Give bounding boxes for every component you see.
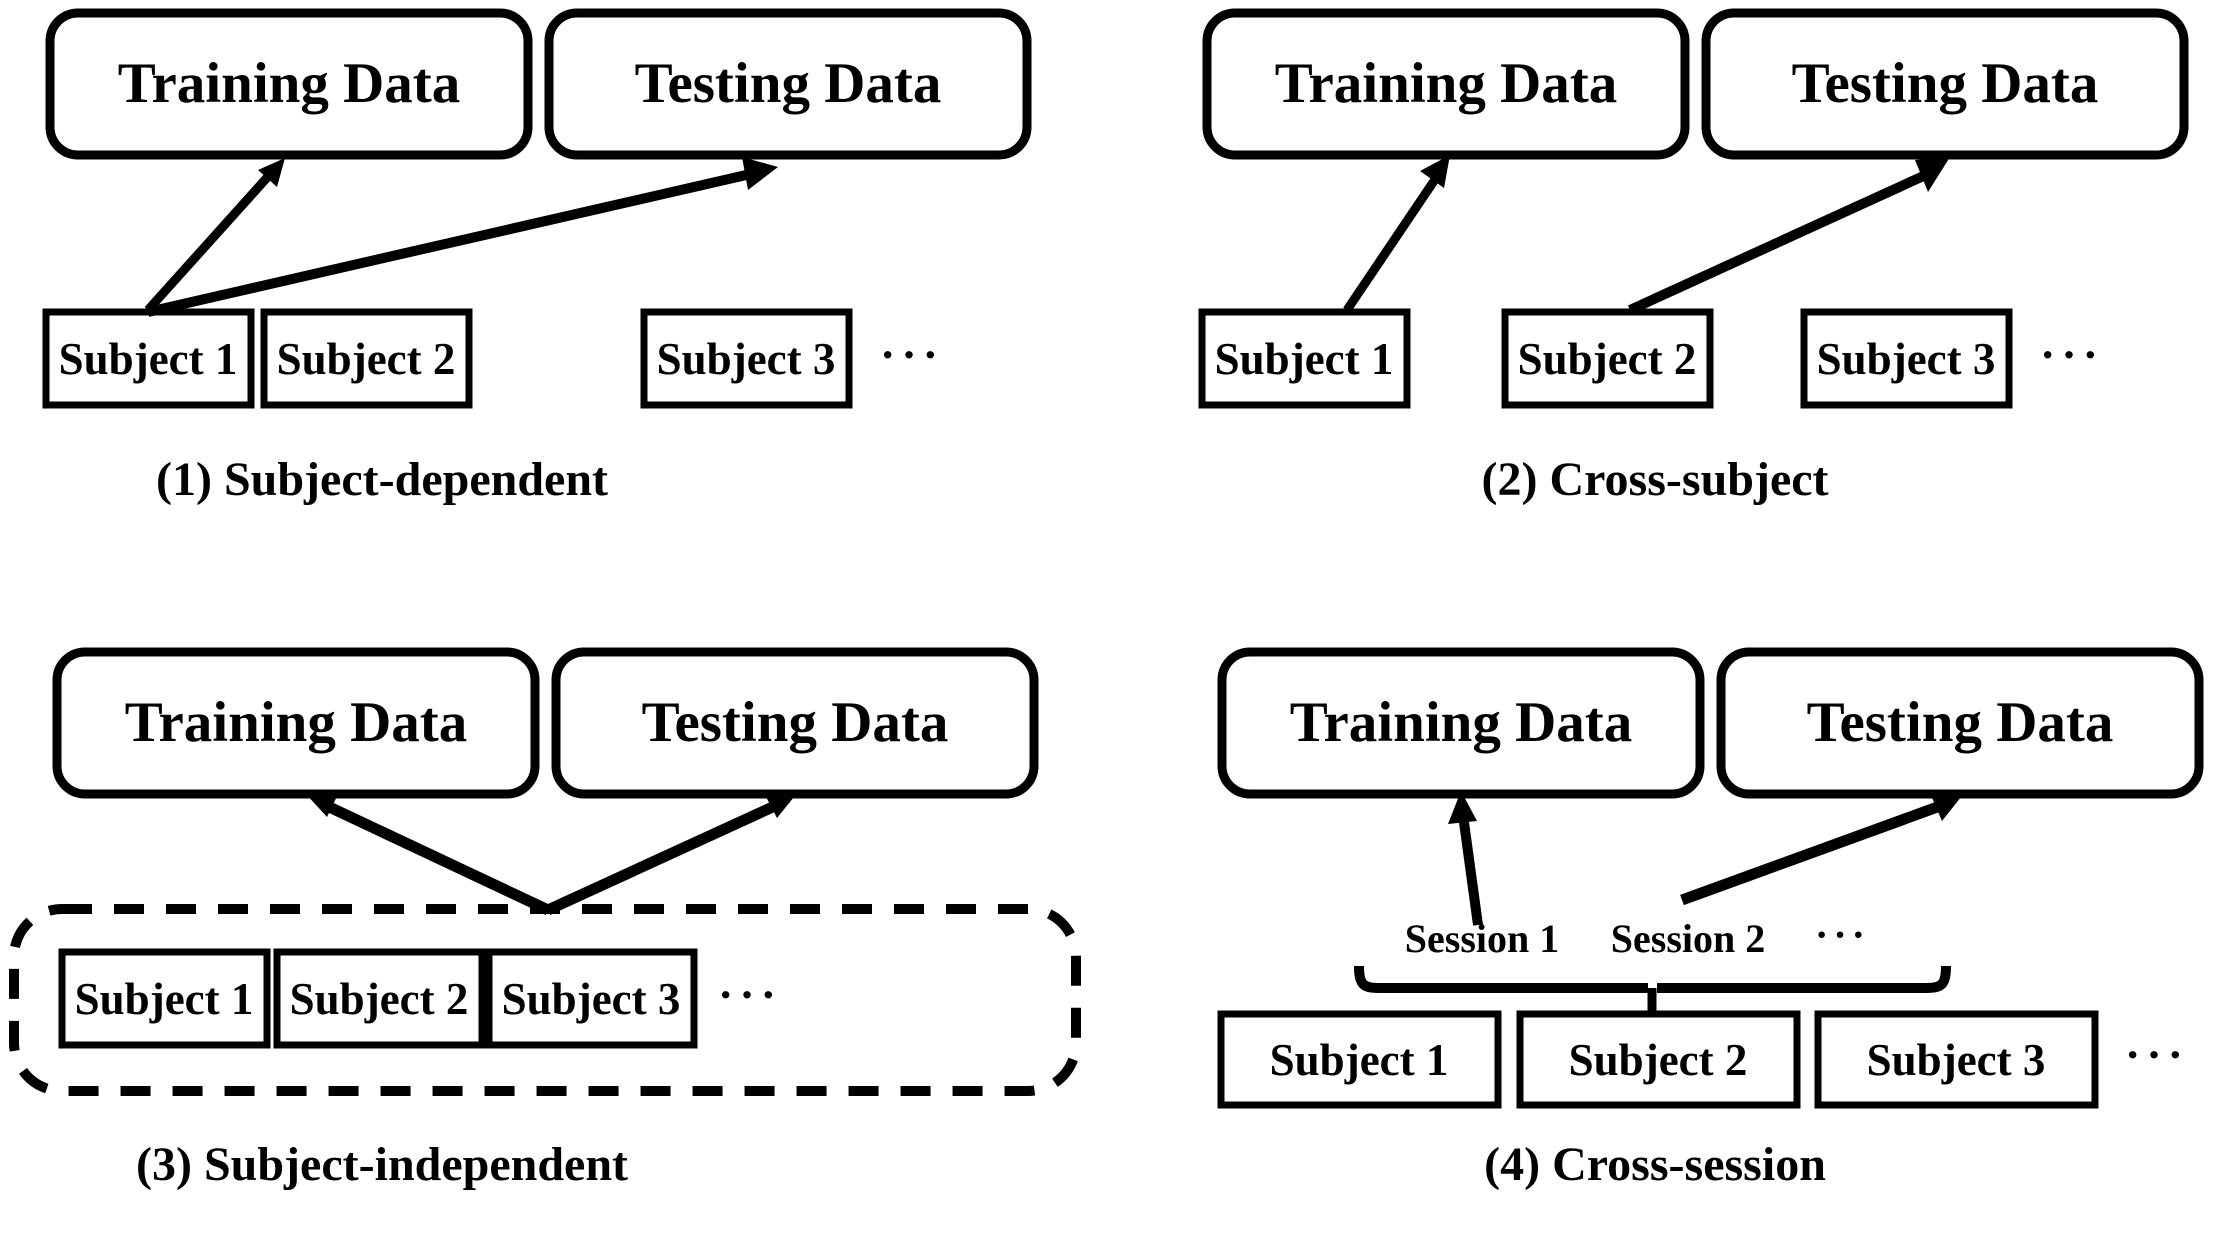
panel-2-subject-2-label: Subject 2: [1518, 334, 1697, 384]
panel-4-sessions-ellipsis: ···: [1815, 912, 1870, 957]
panel-3-caption: (3) Subject-independent: [136, 1138, 628, 1191]
panel-3-testing-box: [551, 647, 1039, 799]
panel-4-caption: (4) Cross-session: [1484, 1138, 1826, 1191]
panel-1-arrow-train: [144, 158, 285, 314]
panel-3-arrow-test: [545, 791, 798, 915]
panel-4-subject-3-box: [1814, 1010, 2099, 1109]
panel-3-training-label: Training Data: [125, 691, 468, 754]
panel-2-training-box: [1202, 8, 1690, 160]
panel-1-subject-1-box: [42, 308, 255, 409]
panel-4-subject-2-box: [1516, 1010, 1801, 1109]
panel-2-subjects-ellipsis: ···: [2040, 329, 2104, 380]
panel-3-subject-2-label: Subject 2: [290, 974, 469, 1024]
panel-1: Training Data Testing Data Subject 1 Sub…: [42, 8, 1032, 506]
panel-1-caption: (1) Subject-dependent: [156, 453, 608, 506]
panel-2-caption: (2) Cross-subject: [1481, 453, 1828, 506]
panel-4-subject-2-label: Subject 2: [1569, 1035, 1748, 1085]
panel-4-arrow-test: [1680, 792, 1965, 906]
panel-1-subject-2-box: [260, 308, 473, 409]
panel-1-arrow-test: [146, 157, 778, 317]
panel-3-subject-3-label: Subject 3: [502, 974, 681, 1024]
panel-2-training-label: Training Data: [1275, 52, 1618, 115]
panel-2-arrow-train: [1343, 155, 1450, 313]
panel-2-arrow-test: [1627, 157, 1950, 315]
panel-2-testing-label: Testing Data: [1792, 52, 2099, 115]
panel-2-subject-1-box: [1198, 308, 1411, 409]
panel-2-testing-box: [1701, 8, 2189, 160]
panel-3-dashed-group-container: [9, 904, 1081, 1096]
panel-2-subject-1-label: Subject 1: [1215, 334, 1394, 384]
panel-4-session-1-label: Session 1: [1405, 916, 1560, 961]
panel-4-subjects-ellipsis: ···: [2125, 1029, 2189, 1080]
panel-4-subject-1-label: Subject 1: [1270, 1035, 1449, 1085]
panel-3-subject-2-box: [273, 948, 486, 1049]
panel-3-subjects-ellipsis: ···: [718, 969, 782, 1020]
panel-1-subject-2-label: Subject 2: [277, 334, 456, 384]
panel-2-subject-3-label: Subject 3: [1817, 334, 1996, 384]
panel-1-subject-3-box: [640, 308, 853, 409]
panel-3-subject-1-box: [58, 948, 271, 1049]
panel-3-testing-label: Testing Data: [642, 691, 949, 754]
panel-1-subject-3-label: Subject 3: [657, 334, 836, 384]
panel-1-training-label: Training Data: [118, 52, 461, 115]
panel-4-testing-label: Testing Data: [1807, 691, 2114, 754]
panel-4-training-label: Training Data: [1290, 691, 1633, 754]
panel-2: Training Data Testing Data Subject 1 Sub…: [1198, 8, 2189, 506]
panel-3-subject-1-label: Subject 1: [75, 974, 254, 1024]
panel-1-testing-box: [544, 8, 1032, 160]
panel-4: Training Data Testing Data Session 1 Ses…: [1217, 647, 2204, 1191]
panel-4-subject-1-box: [1217, 1010, 1502, 1109]
panel-4-arrow-train: [1448, 791, 1483, 926]
panel-1-subject-1-label: Subject 1: [59, 334, 238, 384]
panel-1-testing-label: Testing Data: [635, 52, 942, 115]
panel-2-subject-3-box: [1800, 308, 2013, 409]
panel-1-training-box: [45, 8, 533, 160]
panel-4-training-box: [1217, 647, 1705, 799]
panel-3-subject-3-box: [485, 948, 698, 1049]
panel-4-subject-3-label: Subject 3: [1867, 1035, 2046, 1085]
panel-4-session-2-label: Session 2: [1611, 916, 1766, 961]
panel-2-subject-2-box: [1501, 308, 1714, 409]
panel-3-training-box: [52, 647, 540, 799]
panel-3: Training Data Testing Data Subject 1 Sub…: [9, 647, 1081, 1191]
panel-4-testing-box: [1716, 647, 2204, 799]
panel-3-arrow-train: [305, 790, 551, 915]
panel-4-session-brace: [1354, 965, 1951, 993]
panel-1-subjects-ellipsis: ···: [880, 329, 944, 380]
